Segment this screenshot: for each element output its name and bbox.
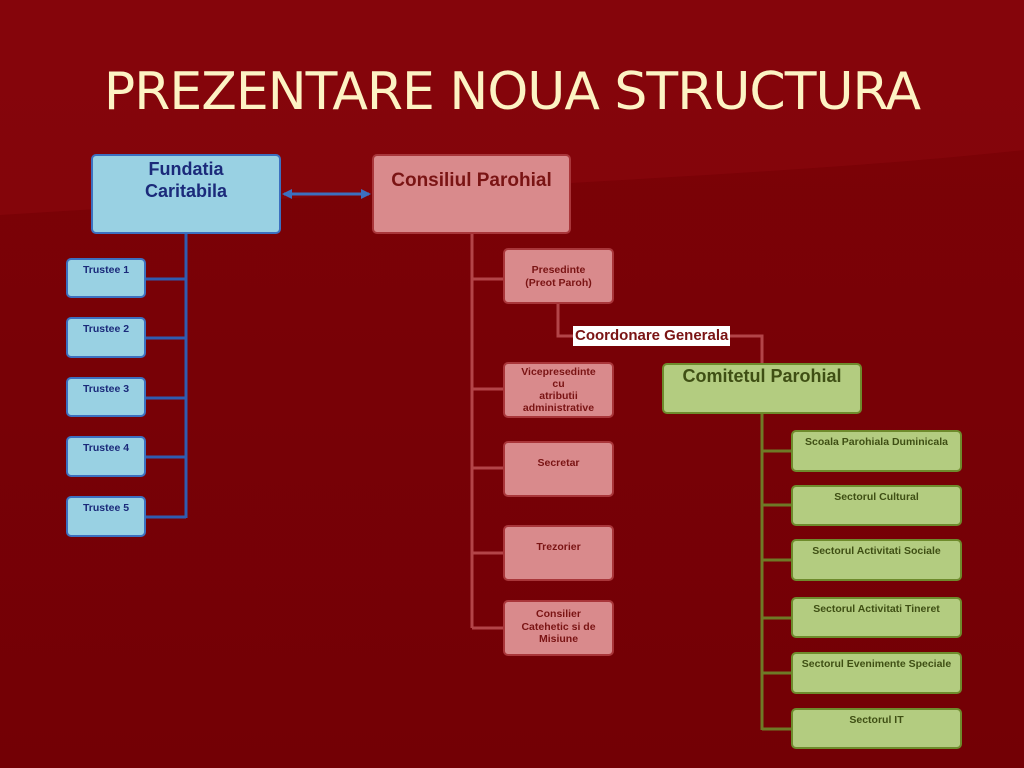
sector-box: Sectorul Activitati Sociale [791, 539, 962, 581]
sector-label: Sectorul IT [849, 714, 904, 726]
trustee-box: Trustee 3 [66, 377, 146, 417]
vice-line1: Vicepresedinte [521, 366, 596, 378]
committee-connectors [760, 414, 792, 731]
secretar-label: Secretar [537, 457, 580, 469]
presedinte-line2: (Preot Paroh) [525, 276, 592, 289]
trezorier-label: Trezorier [536, 541, 581, 553]
consiliul-parohial-box: Consiliul Parohial [372, 154, 571, 234]
sector-label: Scoala Parohiala Duminicala [805, 436, 948, 448]
comitetul-parohial-box: Comitetul Parohial [662, 363, 862, 414]
trustee-label: Trustee 4 [82, 442, 130, 454]
sector-box: Sectorul IT [791, 708, 962, 749]
trustee-box: Trustee 1 [66, 258, 146, 298]
trustee-label: Trustee 2 [82, 323, 130, 335]
trustee-box: Trustee 5 [66, 496, 146, 537]
trustee-label: Trustee 5 [82, 502, 130, 514]
sector-label: Sectorul Evenimente Speciale [801, 658, 952, 670]
trustee-connectors [146, 234, 188, 519]
secretar-box: Secretar [503, 441, 614, 497]
vicepresedinte-box: Vicepresedinte cu atributii administrati… [503, 362, 614, 418]
trustee-box: Trustee 2 [66, 317, 146, 358]
comitetul-label: Comitetul Parohial [682, 366, 842, 386]
vice-line3: atributii [539, 390, 578, 403]
vice-line4: administrative [522, 402, 595, 415]
consiliul-label: Consiliul Parohial [391, 170, 552, 191]
sector-box: Scoala Parohiala Duminicala [791, 430, 962, 472]
page-title: PREZENTARE NOUA STRUCTURA [103, 62, 921, 122]
fundatia-label-line2: Caritabila [144, 180, 228, 201]
trustee-box: Trustee 4 [66, 436, 146, 477]
trustee-label: Trustee 1 [82, 264, 130, 276]
presedinte-box: Presedinte (Preot Paroh) [503, 248, 614, 304]
trustee-label: Trustee 3 [82, 383, 130, 395]
consilier-line3: Misiune [538, 633, 579, 646]
consilier-line2: Catehetic si de [521, 620, 596, 633]
fundatia-label-line1: Fundatia [148, 159, 224, 179]
sector-box: Sectorul Cultural [791, 485, 962, 526]
coordonare-generala-label: Coordonare Generala [573, 326, 731, 346]
trezorier-box: Trezorier [503, 525, 614, 581]
vice-line2: cu [552, 378, 565, 391]
consilier-line1: Consilier [536, 608, 581, 620]
sector-label: Sectorul Activitati Sociale [812, 545, 941, 557]
consilier-box: Consilier Catehetic si de Misiune [503, 600, 614, 656]
sector-box: Sectorul Evenimente Speciale [791, 652, 962, 694]
sector-label: Sectorul Cultural [834, 491, 919, 503]
sector-label: Sectorul Activitati Tineret [813, 603, 940, 615]
sector-box: Sectorul Activitati Tineret [791, 597, 962, 638]
presedinte-line1: Presedinte [531, 264, 586, 276]
fundatia-caritabila-box: Fundatia Caritabila [91, 154, 281, 234]
